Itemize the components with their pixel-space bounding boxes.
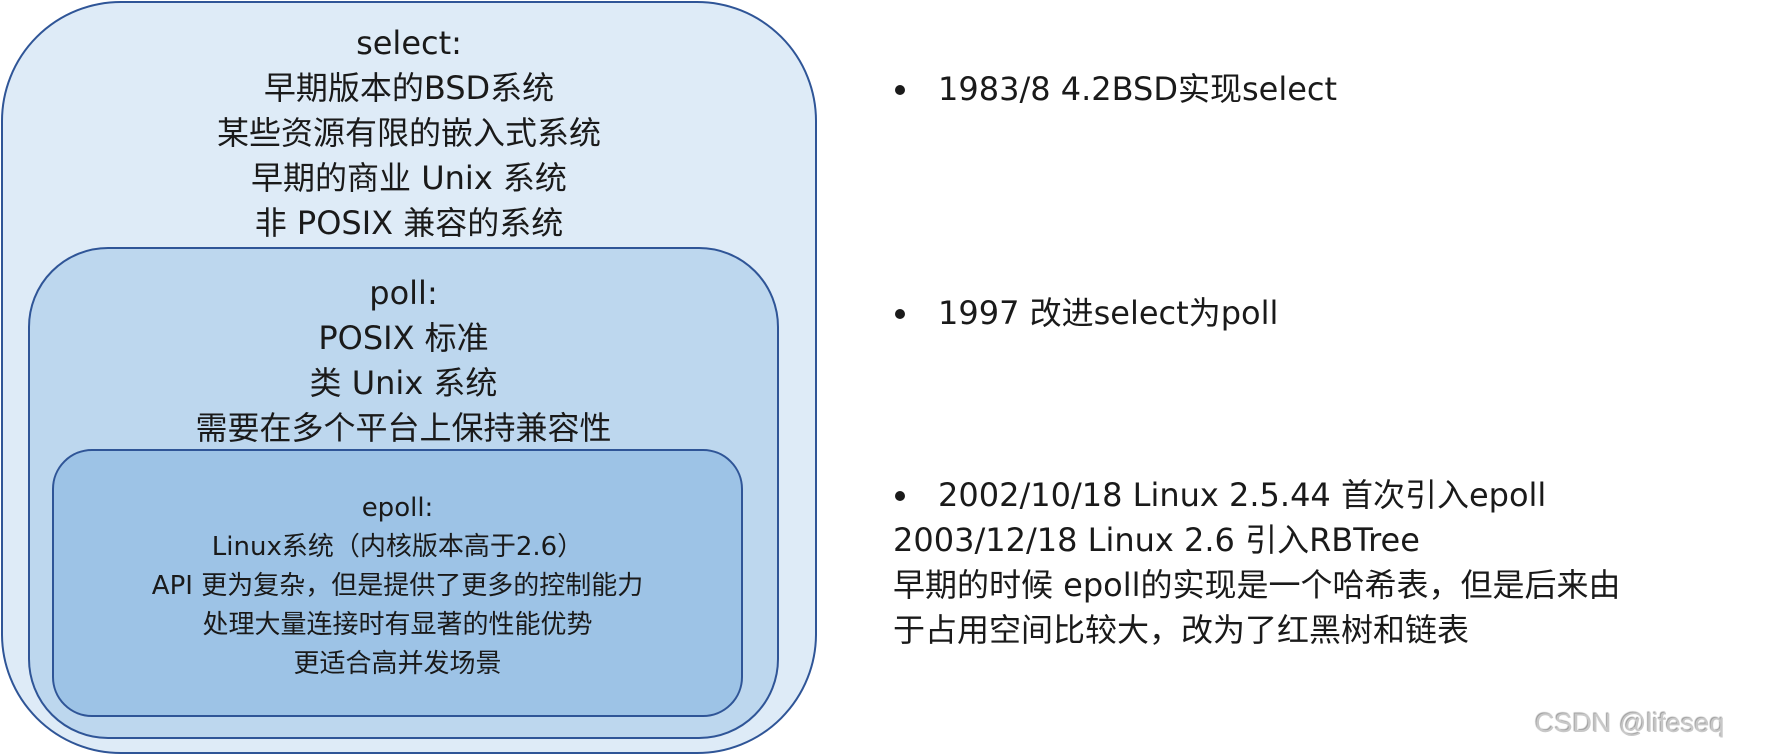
timeline-text: 2002/10/18 Linux 2.5.44 首次引入epoll	[938, 476, 1547, 514]
epoll-line: API 更为复杂，但是提供了更多的控制能力	[151, 571, 644, 601]
epoll-line: 更适合高并发场景	[293, 649, 502, 679]
watermark: CSDN @lifeseq	[1535, 708, 1725, 738]
epoll-box: epoll: Linux系统（内核版本高于2.6） API 更为复杂，但是提供了…	[52, 449, 743, 717]
poll-title: poll:	[369, 274, 438, 312]
bullet-icon	[895, 84, 905, 95]
epoll-line: 处理大量连接时有显著的性能优势	[202, 610, 593, 640]
timeline-text: 早期的时候 epoll的实现是一个哈希表，但是后来由	[893, 566, 1621, 604]
select-text: select: 早期版本的BSD系统 某些资源有限的嵌入式系统 早期的商业 Un…	[3, 21, 815, 246]
poll-line: POSIX 标准	[318, 319, 489, 357]
select-line: 某些资源有限的嵌入式系统	[216, 114, 601, 152]
poll-line: 需要在多个平台上保持兼容性	[195, 409, 612, 447]
timeline-text: 2003/12/18 Linux 2.6 引入RBTree	[893, 521, 1420, 559]
timeline-text: 1983/8 4.2BSD实现select	[938, 70, 1338, 108]
select-title: select:	[356, 24, 462, 62]
epoll-title: epoll:	[361, 493, 434, 523]
timeline-text: 于占用空间比较大，改为了红黑树和链表	[893, 611, 1470, 649]
timeline-item-epoll: 2002/10/18 Linux 2.5.44 首次引入epoll 2003/1…	[893, 473, 1621, 653]
epoll-line: Linux系统（内核版本高于2.6）	[211, 532, 584, 562]
bullet-icon	[895, 490, 905, 501]
select-line: 非 POSIX 兼容的系统	[254, 204, 564, 242]
epoll-text: epoll: Linux系统（内核版本高于2.6） API 更为复杂，但是提供了…	[54, 489, 741, 684]
select-line: 早期版本的BSD系统	[263, 69, 555, 107]
timeline-text: 1997 改进select为poll	[938, 294, 1279, 332]
timeline-item-select: 1983/8 4.2BSD实现select	[893, 67, 1337, 112]
timeline-item-poll: 1997 改进select为poll	[893, 291, 1278, 336]
poll-text: poll: POSIX 标准 类 Unix 系统 需要在多个平台上保持兼容性	[30, 271, 777, 451]
poll-line: 类 Unix 系统	[309, 364, 498, 402]
select-line: 早期的商业 Unix 系统	[251, 159, 567, 197]
bullet-icon	[895, 308, 905, 319]
